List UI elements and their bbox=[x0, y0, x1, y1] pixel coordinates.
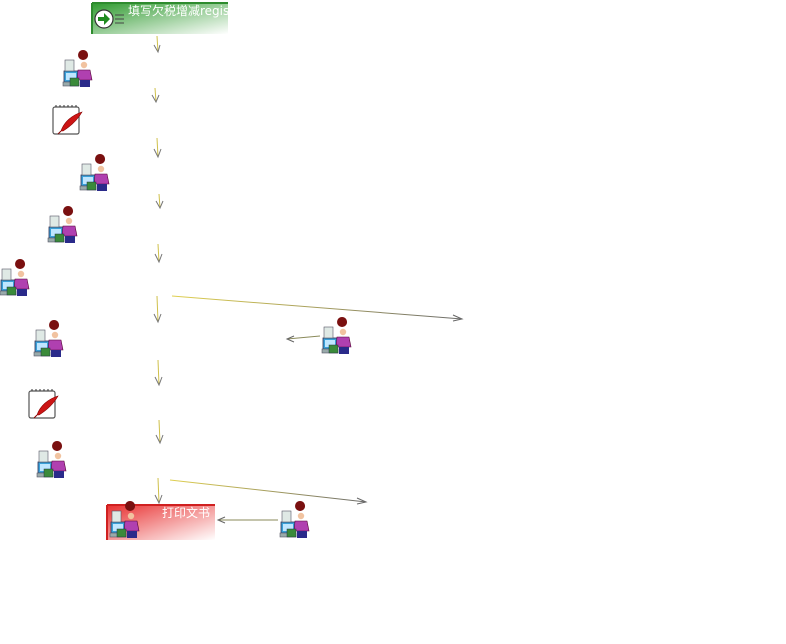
connector-6 bbox=[156, 295, 159, 323]
node-n1[interactable] bbox=[62, 49, 93, 88]
arrowhead-2 bbox=[151, 94, 160, 104]
clerk-at-computer-icon bbox=[321, 316, 352, 355]
arrow-right-icon bbox=[94, 9, 124, 29]
arrowhead-9 bbox=[154, 494, 163, 505]
clerk-at-computer-icon bbox=[0, 258, 30, 297]
node-side1[interactable] bbox=[321, 316, 352, 355]
arrowhead-8 bbox=[155, 434, 164, 445]
clerk-at-computer-icon bbox=[62, 49, 93, 88]
connector-9 bbox=[157, 477, 160, 504]
node-n8[interactable] bbox=[36, 440, 67, 479]
connector-1 bbox=[156, 35, 159, 53]
notepad-quill-icon bbox=[28, 388, 59, 419]
connector-4 bbox=[158, 193, 161, 209]
flow-connectors bbox=[151, 35, 164, 505]
arrowhead-1 bbox=[153, 44, 161, 54]
node-n3[interactable] bbox=[79, 153, 110, 192]
connector-2 bbox=[154, 87, 157, 103]
branch-arrowhead-2 bbox=[356, 497, 368, 505]
branch-connector-1 bbox=[171, 295, 463, 320]
return-arrowhead-1 bbox=[285, 335, 295, 343]
arrowhead-4 bbox=[155, 200, 164, 210]
connector-5 bbox=[157, 243, 160, 263]
end-node[interactable]: 打印文书 bbox=[106, 500, 215, 540]
connector-8 bbox=[158, 419, 161, 444]
connector-3 bbox=[156, 137, 159, 158]
branch-connector-2 bbox=[169, 479, 367, 503]
arrowhead-3 bbox=[153, 148, 162, 159]
start-node-background bbox=[92, 3, 228, 34]
node-n2[interactable] bbox=[52, 104, 83, 135]
connector-7 bbox=[157, 359, 160, 386]
notepad-quill-icon bbox=[52, 104, 83, 135]
clerk-at-computer-icon bbox=[36, 440, 67, 479]
arrowhead-6 bbox=[153, 313, 162, 324]
clerk-at-computer-icon bbox=[47, 205, 78, 244]
start-node[interactable]: 填写欠税增减registry bbox=[91, 2, 246, 34]
arrowhead-5 bbox=[154, 253, 163, 264]
clerk-at-computer-icon bbox=[79, 153, 110, 192]
return-connector-1 bbox=[286, 335, 321, 340]
return-arrowhead-2 bbox=[216, 516, 226, 524]
end-node-label: 打印文书 bbox=[162, 505, 210, 520]
node-n4[interactable] bbox=[47, 205, 78, 244]
clerk-at-computer-icon bbox=[279, 500, 310, 539]
node-n6[interactable] bbox=[33, 319, 64, 358]
branch-arrowhead-1 bbox=[452, 314, 464, 322]
clerk-at-computer-icon bbox=[33, 319, 64, 358]
start-node-label: 填写欠税增减registry bbox=[128, 3, 246, 18]
arrowhead-7 bbox=[154, 376, 163, 387]
node-n7[interactable] bbox=[28, 388, 59, 419]
side-connectors bbox=[169, 295, 464, 524]
node-side2[interactable] bbox=[279, 500, 310, 539]
node-n5[interactable] bbox=[0, 258, 30, 297]
